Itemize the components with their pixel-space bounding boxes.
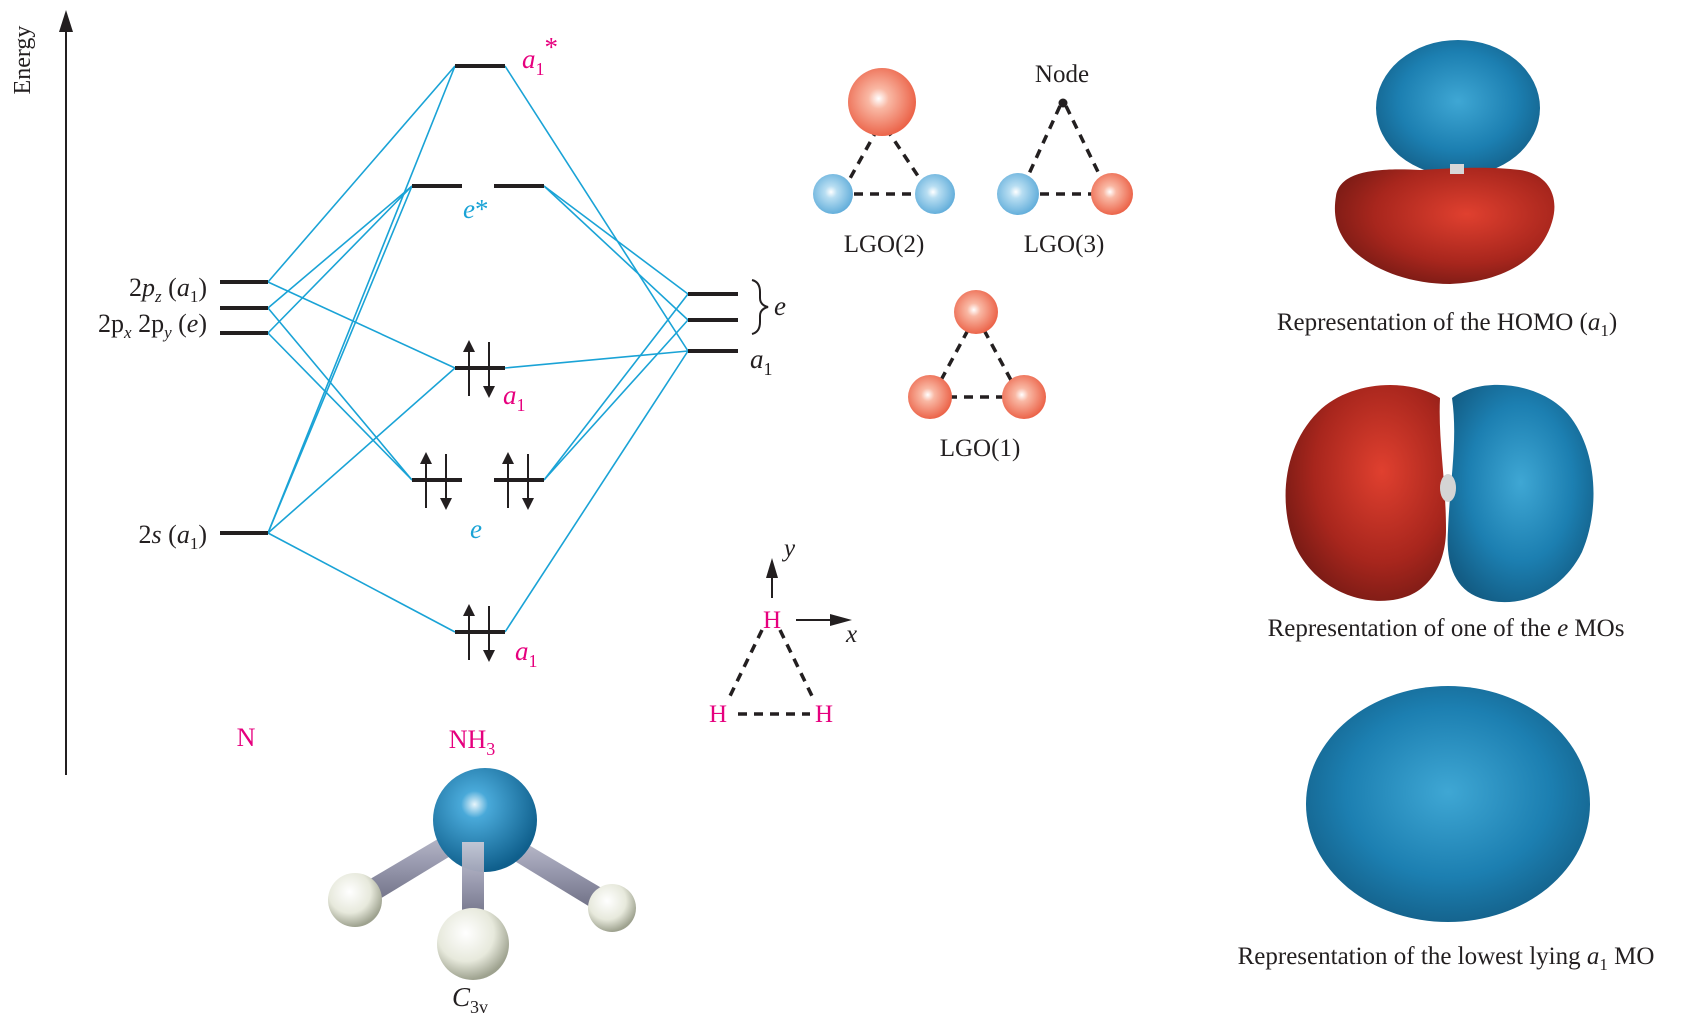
energy-axis-arrowhead xyxy=(59,10,73,32)
x-axis-label: x xyxy=(845,621,857,648)
energy-axis-label: Energy xyxy=(10,26,36,95)
n-2pz-label: 2pz (a1) xyxy=(129,273,207,306)
node-label: Node xyxy=(1035,61,1089,88)
label-e-star: e* xyxy=(463,194,488,224)
hydrogen-atom-left xyxy=(328,873,382,927)
label-nh3: NH3 xyxy=(449,725,496,759)
correlation-lines xyxy=(267,65,689,633)
lgo2-label: LGO(2) xyxy=(844,231,925,258)
lgo-a1-label: a1 xyxy=(750,344,773,379)
lgo-e-brace xyxy=(751,279,769,335)
label-homo-a1: a1 xyxy=(503,380,526,415)
caption-homo: Representation of the HOMO (a1) xyxy=(1277,309,1617,340)
low-a1-orbital-render xyxy=(1306,686,1590,922)
lgo-levels xyxy=(688,292,738,353)
n-2s-label: 2s (a1) xyxy=(139,520,207,553)
caption-low-a1: Representation of the lowest lying a1 MO xyxy=(1238,943,1655,974)
e-orbital-render xyxy=(1285,384,1594,603)
caption-e: Representation of one of the e MOs xyxy=(1268,615,1625,642)
node-point xyxy=(1058,98,1068,108)
n-levels xyxy=(220,280,268,535)
homo-orbital-render xyxy=(1334,40,1555,284)
lgo2-diagram xyxy=(813,68,955,214)
h3-frame-diagram xyxy=(728,558,852,716)
electron-pairs xyxy=(420,340,534,662)
nitrogen-atom xyxy=(433,768,537,872)
hydrogen-atom-right xyxy=(588,884,636,932)
n-2pxy-label: 2px 2py (e) xyxy=(98,309,207,342)
label-a1-star: a1* xyxy=(522,32,558,79)
nh3-mo-levels xyxy=(412,64,544,634)
lgo3-label: LGO(3) xyxy=(1024,231,1105,258)
label-n: N xyxy=(237,723,256,752)
label-e: e xyxy=(470,514,482,544)
lgo1-diagram xyxy=(908,290,1046,419)
h-left-label: H xyxy=(709,701,727,728)
label-low-a1: a1 xyxy=(515,636,538,671)
point-group-label: C3v xyxy=(452,982,488,1017)
h-right-label: H xyxy=(815,701,833,728)
h-top-label: H xyxy=(763,607,781,634)
lgo-e-label: e xyxy=(774,291,786,321)
lgo1-label: LGO(1) xyxy=(940,435,1021,462)
hydrogen-atom-front xyxy=(437,908,509,980)
lgo3-diagram xyxy=(997,98,1133,215)
y-axis-label: y xyxy=(781,535,796,562)
nh3-ball-stick-model xyxy=(328,768,636,980)
